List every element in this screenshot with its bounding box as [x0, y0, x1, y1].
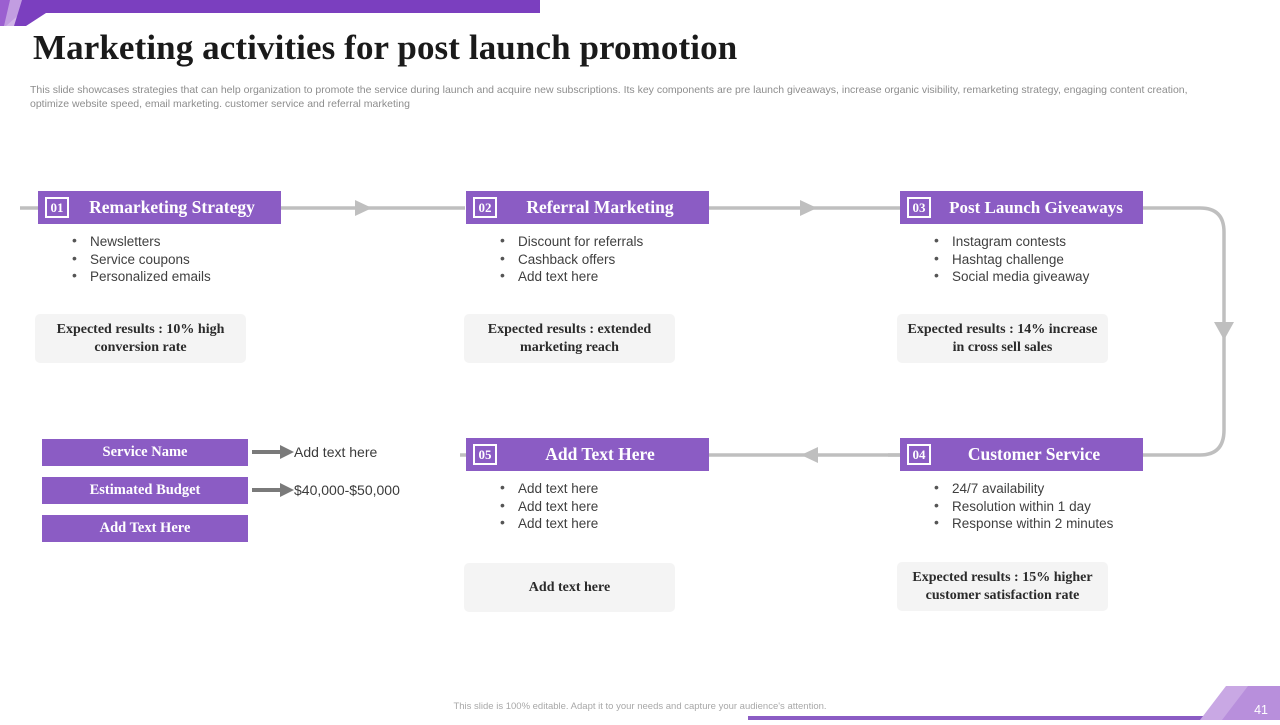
stage-header-02: 02 Referral Marketing — [466, 191, 709, 224]
stage-number-badge: 01 — [45, 197, 69, 218]
stage-title: Post Launch Giveaways — [949, 197, 1123, 217]
stage-title: Remarketing Strategy — [89, 197, 255, 217]
bottom-right-decoration: 41 — [1160, 686, 1280, 720]
footer-note: This slide is 100% editable. Adapt it to… — [453, 701, 827, 712]
expected-result-01: Expected results : 10% high conversion r… — [35, 314, 246, 363]
stage-bullets-04: 24/7 availability Resolution within 1 da… — [900, 479, 1143, 533]
stage-title: Referral Marketing — [526, 197, 674, 217]
stage-card-04[interactable]: 04 Customer Service 24/7 availability Re… — [900, 438, 1143, 533]
stage-number-badge: 03 — [907, 197, 931, 218]
top-left-decoration — [0, 0, 540, 26]
page-subtitle: This slide showcases strategies that can… — [30, 84, 1188, 110]
list-item: Instagram contests — [930, 232, 1143, 251]
list-item: Add text here — [496, 479, 709, 498]
stage-title: Add Text Here — [545, 444, 655, 464]
list-item: Add text here — [496, 267, 709, 286]
stage-number-badge: 05 — [473, 444, 497, 465]
list-item: Service coupons — [68, 250, 281, 269]
expected-result-04: Expected results : 15% higher customer s… — [897, 562, 1108, 611]
list-item: 24/7 availability — [930, 479, 1143, 498]
list-item: Cashback offers — [496, 250, 709, 269]
stage-number-badge: 02 — [473, 197, 497, 218]
list-item: Social media giveaway — [930, 267, 1143, 286]
page-number: 41 — [1254, 703, 1268, 717]
stage-card-03[interactable]: 03 Post Launch Giveaways Instagram conte… — [900, 191, 1143, 286]
info-label-estimated-budget: Estimated Budget — [42, 477, 248, 504]
list-item: Newsletters — [68, 232, 281, 251]
info-label-add-text-here: Add Text Here — [42, 515, 248, 542]
stage-card-05[interactable]: 05 Add Text Here Add text here Add text … — [466, 438, 709, 533]
list-item: Response within 2 minutes — [930, 514, 1143, 533]
expected-result-05: Add text here — [464, 563, 675, 612]
info-value-service-name[interactable]: Add text here — [294, 444, 378, 460]
stage-card-02[interactable]: 02 Referral Marketing Discount for refer… — [466, 191, 709, 286]
page-title: Marketing activities for post launch pro… — [33, 28, 738, 67]
stage-header-01: 01 Remarketing Strategy — [38, 191, 281, 224]
stage-number-badge: 04 — [907, 444, 931, 465]
stage-title: Customer Service — [967, 444, 1101, 464]
stage-card-01[interactable]: 01 Remarketing Strategy Newsletters Serv… — [38, 191, 281, 286]
expected-result-02: Expected results : extended marketing re… — [464, 314, 675, 363]
stage-bullets-01: Newsletters Service coupons Personalized… — [38, 232, 281, 286]
list-item: Discount for referrals — [496, 232, 709, 251]
list-item: Personalized emails — [68, 267, 281, 286]
stage-bullets-02: Discount for referrals Cashback offers A… — [466, 232, 709, 286]
list-item: Resolution within 1 day — [930, 497, 1143, 516]
stage-header-05: 05 Add Text Here — [466, 438, 709, 471]
list-item: Hashtag challenge — [930, 250, 1143, 269]
info-label-service-name: Service Name — [42, 439, 248, 466]
info-value-estimated-budget[interactable]: $40,000-$50,000 — [294, 482, 400, 498]
stage-header-03: 03 Post Launch Giveaways — [900, 191, 1143, 224]
stage-header-04: 04 Customer Service — [900, 438, 1143, 471]
list-item: Add text here — [496, 514, 709, 533]
list-item: Add text here — [496, 497, 709, 516]
expected-result-03: Expected results : 14% increase in cross… — [897, 314, 1108, 363]
stage-bullets-05: Add text here Add text here Add text her… — [466, 479, 709, 533]
stage-bullets-03: Instagram contests Hashtag challenge Soc… — [900, 232, 1143, 286]
footer-accent-bar — [748, 716, 1208, 720]
